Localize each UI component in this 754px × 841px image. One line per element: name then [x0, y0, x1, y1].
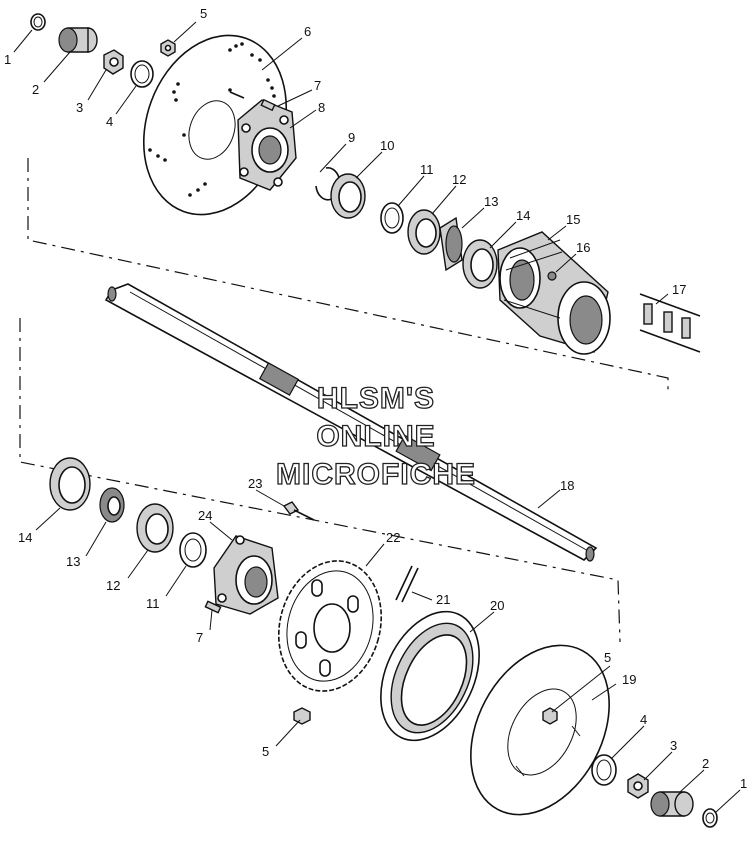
part-10-race — [330, 173, 366, 219]
part-20-drum-ring — [380, 610, 480, 742]
part-7-stud-top — [229, 91, 276, 112]
part-21-chain-link — [395, 565, 419, 603]
watermark-line-2: ONLINE — [316, 420, 435, 453]
part-15-bearing-housing — [497, 231, 611, 355]
part-13-bearing-top — [439, 216, 463, 272]
callout-24: 24 — [198, 508, 212, 523]
callout-1-top: 1 — [4, 52, 11, 67]
callout-20: 20 — [490, 598, 504, 613]
callout-5-top: 5 — [200, 6, 207, 21]
callout-18: 18 — [560, 478, 574, 493]
callout-7-top: 7 — [314, 78, 321, 93]
part-1-circlip-top — [30, 13, 46, 31]
part-22-sprocket — [277, 560, 383, 692]
callout-11-top: 11 — [420, 162, 434, 177]
leader-lines — [13, 21, 741, 813]
part-4-washer-top — [130, 60, 154, 88]
callout-4-top: 4 — [106, 114, 113, 129]
assembly-guide-lines — [19, 158, 669, 643]
part-7-stud-bottom — [204, 600, 222, 614]
part-2-spacer-bottom — [650, 791, 694, 817]
part-5-nut-rear-disc — [542, 707, 558, 725]
callout-10: 10 — [380, 138, 394, 153]
part-23-bolt — [282, 501, 315, 521]
watermark-line-3: MICROFICHE — [276, 458, 476, 491]
part-3-nut-top — [103, 49, 124, 75]
callout-16: 16 — [576, 240, 590, 255]
part-13-bearing-bottom — [99, 487, 125, 523]
part-12-seal-top — [407, 209, 441, 255]
callout-3-bottom: 3 — [670, 738, 677, 753]
part-11-ring-top — [380, 202, 404, 234]
callout-6: 6 — [304, 24, 311, 39]
part-12-seal-bottom — [136, 503, 174, 553]
callout-12-bottom: 12 — [106, 578, 120, 593]
callout-15: 15 — [566, 212, 580, 227]
callout-21: 21 — [436, 592, 450, 607]
part-5-nut-small-top — [160, 39, 176, 57]
callout-7-bottom: 7 — [196, 630, 203, 645]
callout-2-top: 2 — [32, 82, 39, 97]
callout-22: 22 — [386, 530, 400, 545]
part-5-nut-sprocket — [293, 707, 311, 725]
callout-8: 8 — [318, 100, 325, 115]
callout-13-bottom: 13 — [66, 554, 80, 569]
callout-5-disc: 5 — [604, 650, 611, 665]
part-18-axle — [104, 283, 598, 562]
callout-9: 9 — [348, 130, 355, 145]
callout-12-top: 12 — [452, 172, 466, 187]
callout-13-top: 13 — [484, 194, 498, 209]
callout-17: 17 — [672, 282, 686, 297]
callout-labels: 1 2 3 4 5 6 7 8 9 10 11 12 13 14 15 16 1… — [4, 6, 747, 791]
part-1-circlip-bottom — [702, 808, 718, 828]
part-17-clamp-bolts — [639, 293, 701, 353]
callout-23: 23 — [248, 476, 262, 491]
callout-11-bottom: 11 — [146, 596, 160, 611]
callout-2-bottom: 2 — [702, 756, 709, 771]
part-24-hub-bottom — [213, 535, 279, 615]
callout-14-bottom: 14 — [18, 530, 32, 545]
part-8-hub-top — [237, 99, 297, 191]
callout-1-bottom: 1 — [740, 776, 747, 791]
part-3-nut-bottom — [627, 773, 649, 799]
part-2-spacer-top — [58, 27, 98, 53]
callout-19: 19 — [622, 672, 636, 687]
callout-3-top: 3 — [76, 100, 83, 115]
watermark-line-1: HLSM'S — [317, 382, 435, 415]
callout-14-top: 14 — [516, 208, 530, 223]
part-14-race-top — [462, 239, 498, 289]
part-14-race-bottom — [49, 457, 91, 511]
part-16-grease-fitting — [547, 271, 557, 281]
callout-4-bottom: 4 — [640, 712, 647, 727]
part-11-ring-bottom — [179, 532, 207, 568]
watermark: HLSM'S ONLINE MICROFICHE — [275, 381, 476, 491]
callout-5-sprocket: 5 — [262, 744, 269, 759]
part-4-washer-bottom — [591, 754, 617, 786]
